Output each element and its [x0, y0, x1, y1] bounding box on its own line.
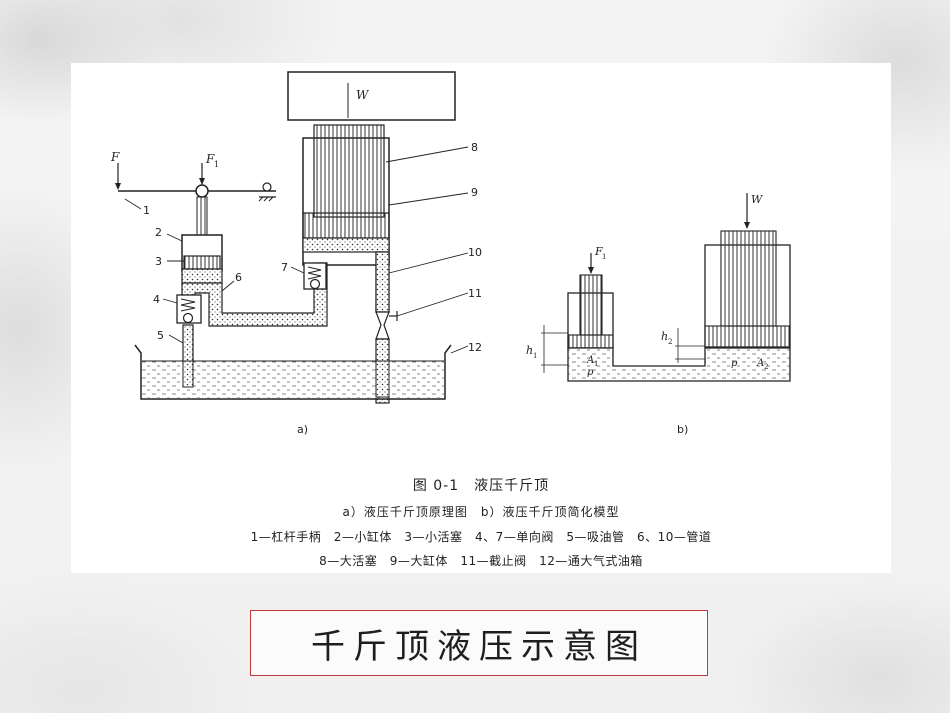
- figure-legend-line-2: 8—大活塞 9—大缸体 11—截止阀 12—通大气式油箱: [319, 554, 643, 568]
- b-load-w-label: W: [751, 193, 764, 206]
- sublabel-b: b): [677, 423, 688, 436]
- callout-3: 3: [155, 255, 162, 268]
- slide-title: 千斤顶液压示意图: [311, 626, 647, 667]
- force-f1-label: F: [205, 152, 215, 166]
- callout-7: 7: [281, 261, 288, 274]
- check-valve-4: [176, 294, 202, 324]
- svg-text:2: 2: [764, 363, 768, 371]
- svg-text:1: 1: [533, 352, 537, 360]
- small-cylinder: [181, 234, 223, 284]
- svg-text:1: 1: [602, 253, 606, 261]
- sublabel-a: a): [297, 423, 308, 436]
- b-force-f1-label: F: [594, 245, 603, 258]
- callout-9: 9: [471, 186, 478, 199]
- callout-4: 4: [153, 293, 160, 306]
- figure-caption-subtitle: a）液压千斤顶原理图 b）液压千斤顶简化模型: [342, 505, 620, 519]
- force-f-label: F: [110, 150, 120, 164]
- simplified-model: W F 1 h 1 h 2 A 1 p p A 2: [526, 193, 791, 382]
- hydraulic-jack-diagram: W F F 1: [110, 71, 791, 436]
- figure-caption-title: 图 0-1 液压千斤顶: [412, 478, 550, 494]
- callout-11: 11: [468, 287, 482, 300]
- callout-lines: [124, 146, 469, 354]
- callout-6: 6: [235, 271, 242, 284]
- check-valve-7: [303, 262, 327, 290]
- b-a1-label: A: [586, 355, 594, 366]
- lever-handle: F F 1: [110, 150, 276, 258]
- callout-12: 12: [468, 341, 482, 354]
- b-p1-label: p: [587, 367, 594, 378]
- figure-legend-line-1: 1—杠杆手柄 2—小缸体 3—小活塞 4、7—单向阀 5—吸油管 6、10—管道: [250, 530, 712, 544]
- slide-title-box: 千斤顶液压示意图: [250, 610, 708, 676]
- b-h2-label: h: [661, 330, 668, 343]
- callout-1: 1: [143, 204, 150, 217]
- callout-5: 5: [157, 329, 164, 342]
- load-w-label: W: [356, 88, 370, 102]
- svg-text:1: 1: [594, 360, 598, 368]
- callout-2: 2: [155, 226, 162, 239]
- b-h1-label: h: [526, 344, 533, 357]
- figure-panel: W F F 1: [71, 63, 891, 573]
- svg-text:1: 1: [214, 160, 219, 169]
- svg-text:2: 2: [668, 338, 672, 346]
- b-a2-label: A: [756, 358, 764, 369]
- callout-8: 8: [471, 141, 478, 154]
- callout-10: 10: [468, 246, 482, 259]
- oil-tank: [134, 344, 452, 400]
- b-p2-label: p: [731, 358, 738, 369]
- load-block: W: [287, 71, 456, 121]
